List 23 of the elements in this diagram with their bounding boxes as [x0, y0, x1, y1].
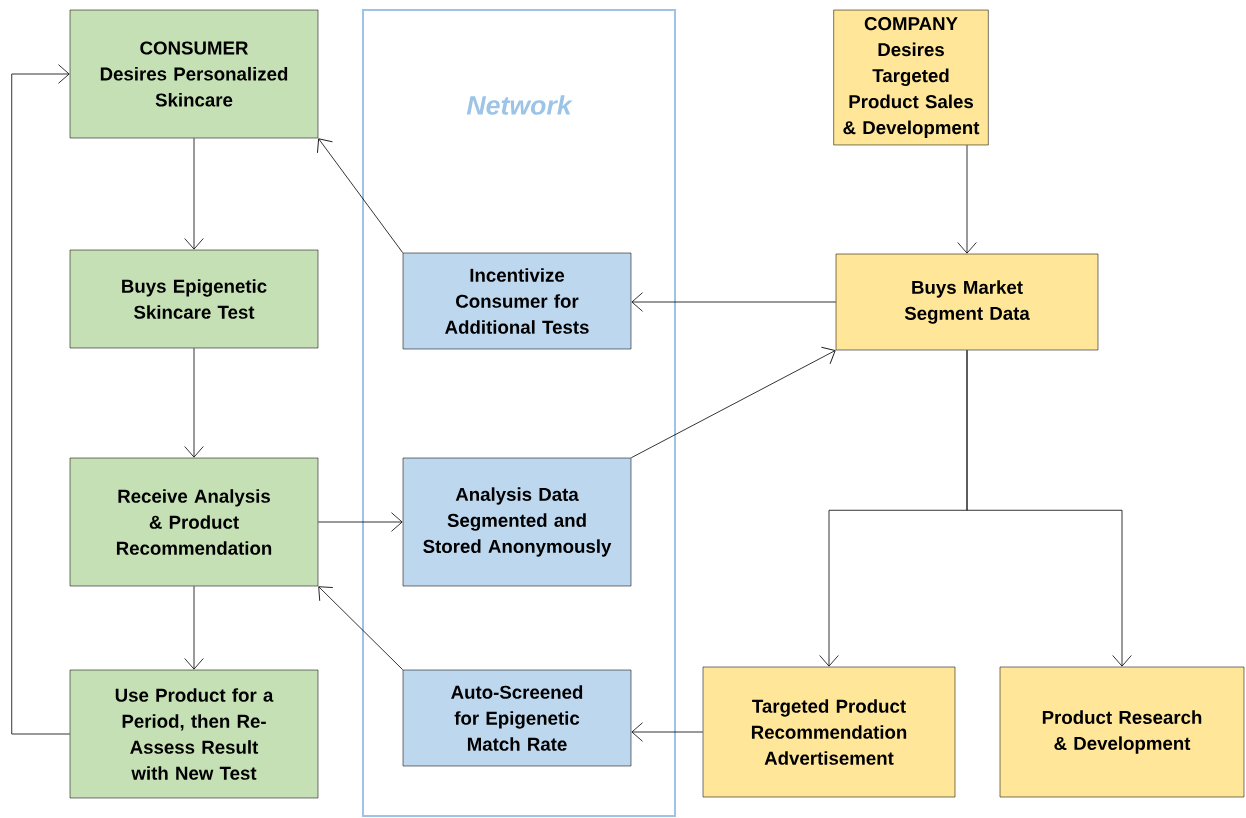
process-box: Product Research & Development	[999, 666, 1245, 798]
process-box: Auto-Screened for Epigenetic Match Rate	[402, 669, 632, 767]
process-box: Analysis Data Segmented and Stored Anonymously	[402, 457, 632, 587]
arrow	[184, 137, 204, 250]
process-box: COMPANY Desires Targeted Product Sales & Development	[833, 9, 989, 146]
process-box: Receive Analysis & Product Recommendation	[69, 457, 319, 587]
arrow	[184, 585, 204, 670]
process-box: Buys Market Segment Data	[835, 253, 1099, 351]
arrow	[317, 138, 404, 254]
arrow	[11, 64, 71, 735]
process-box: Targeted Product Recommendation Advertisement	[702, 666, 956, 798]
process-box: Buys Epigenetic Skincare Test	[69, 249, 319, 349]
arrow	[957, 144, 977, 254]
process-box: CONSUMER Desires Personalized Skincare	[69, 9, 319, 139]
arrow	[630, 346, 836, 459]
arrow	[966, 349, 1132, 667]
arrow	[631, 292, 837, 312]
arrow	[184, 347, 204, 458]
process-box: Incentivize Consumer for Additional Tests	[402, 252, 632, 350]
process-box: Use Product for a Period, then Re-Assess Result with New Test	[69, 669, 319, 799]
arrow	[631, 722, 704, 742]
arrow	[317, 512, 403, 532]
arrow	[318, 586, 404, 671]
